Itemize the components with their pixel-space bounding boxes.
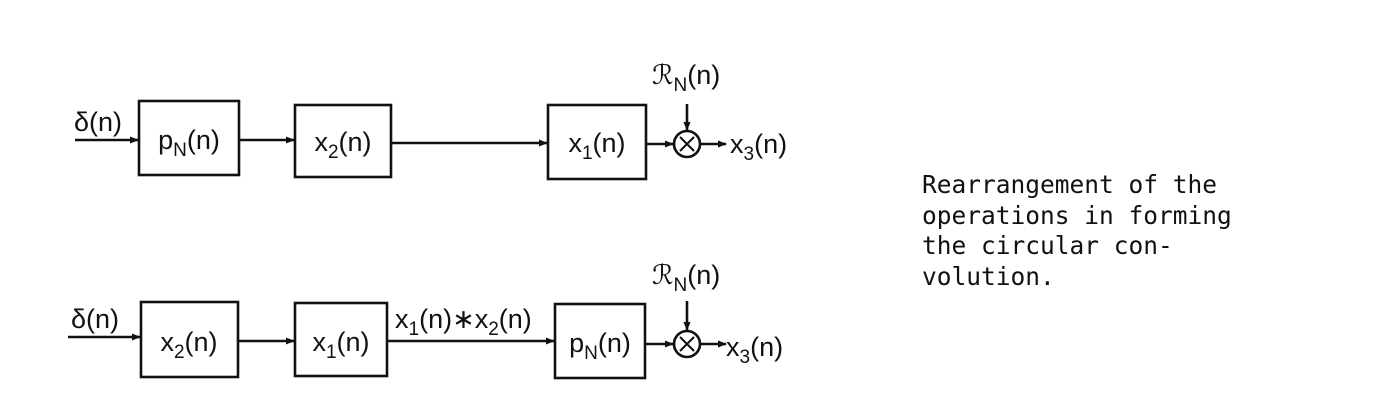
block-1 bbox=[139, 300, 240, 379]
block-3 bbox=[546, 103, 648, 181]
input-label: δ(n) bbox=[74, 107, 122, 137]
block-2 bbox=[293, 301, 389, 378]
convolution-label: x1(n)∗x2(n) bbox=[395, 304, 532, 340]
caption-line: operations in forming bbox=[922, 200, 1232, 230]
diagram-1 bbox=[75, 99, 727, 181]
block-2-label: x2(n) bbox=[314, 127, 371, 163]
caption-line: the circular con- bbox=[922, 231, 1173, 260]
block-2-label: x1(n) bbox=[312, 327, 369, 363]
window-label: ℛN(n) bbox=[652, 60, 720, 96]
block-3-label: x1(n) bbox=[568, 128, 625, 164]
multiplier-x bbox=[679, 336, 695, 352]
caption-line: Rearrangement of the bbox=[922, 170, 1218, 199]
block-1 bbox=[137, 99, 241, 177]
block-1-label: pN(n) bbox=[158, 125, 220, 161]
output-label: x3(n) bbox=[730, 129, 787, 165]
output-label: x3(n) bbox=[726, 332, 783, 368]
block-2 bbox=[293, 103, 393, 179]
window-label: ℛN(n) bbox=[652, 260, 720, 296]
block-3 bbox=[553, 302, 647, 380]
multiplier-x bbox=[679, 136, 695, 152]
diagram-2 bbox=[68, 300, 727, 380]
block-1-label: x2(n) bbox=[160, 327, 217, 363]
caption-line: volution. bbox=[922, 261, 1055, 291]
block-3-label: pN(n) bbox=[569, 328, 631, 364]
input-label: δ(n) bbox=[71, 304, 119, 334]
